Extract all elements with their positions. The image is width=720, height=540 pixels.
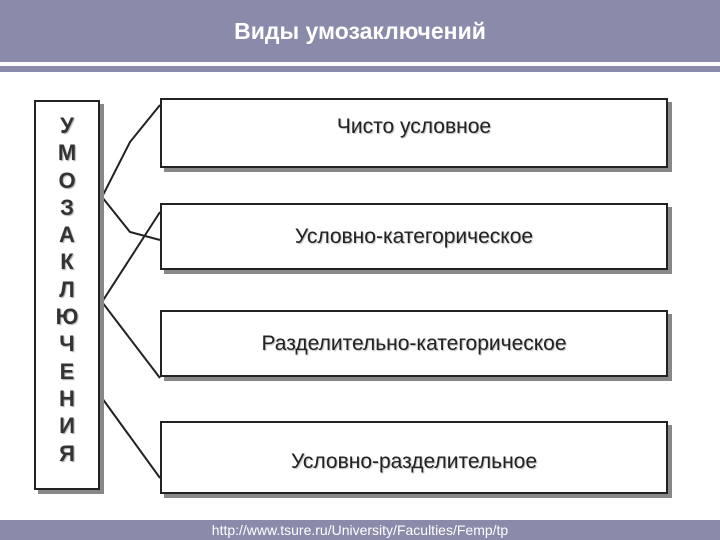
title-bar <box>0 0 720 62</box>
vertical-letter: Ю <box>55 304 79 330</box>
box-label: Условно-категорическое <box>294 224 534 248</box>
box-purely-conditional: Чисто условное <box>160 98 668 168</box>
footer-bar <box>0 520 720 540</box>
page-title: Виды умозаключений <box>234 18 486 44</box>
box-label: Чисто условное <box>336 115 492 138</box>
vertical-letter: У <box>60 113 74 138</box>
vertical-letter: И <box>59 413 75 439</box>
vertical-letter: О <box>58 167 76 193</box>
footer-url: http://www.tsure.ru/University/Faculties… <box>211 522 509 538</box>
box-disjunctive-categorical: Разделительно-категорическое <box>160 310 668 377</box>
title-divider <box>0 66 720 72</box>
connector-line <box>100 211 161 379</box>
vertical-letter: Я <box>59 440 75 466</box>
vertical-letter: М <box>57 140 77 166</box>
vertical-letter: Л <box>59 276 75 302</box>
vertical-label-box: У М О З А К Л Ю Ч Е Н И Я <box>34 100 100 490</box>
vertical-letter: Е <box>59 358 75 384</box>
vertical-label: У М О З А К Л Ю Ч Е Н И Я <box>36 112 98 467</box>
connector-line <box>101 397 161 479</box>
box-conditional-categorical: Условно-категорическое <box>160 203 668 270</box>
vertical-letter: К <box>60 249 74 275</box>
box-label: Условно-разделительное <box>290 449 538 473</box>
vertical-letter: З <box>60 194 74 220</box>
vertical-letter: А <box>59 222 75 248</box>
box-label: Разделительно-категорическое <box>261 331 567 355</box>
connector-line <box>100 104 161 241</box>
vertical-letter: Н <box>59 385 75 411</box>
box-conditional-disjunctive: Условно-разделительное <box>160 421 668 494</box>
vertical-letter: Ч <box>59 331 75 357</box>
